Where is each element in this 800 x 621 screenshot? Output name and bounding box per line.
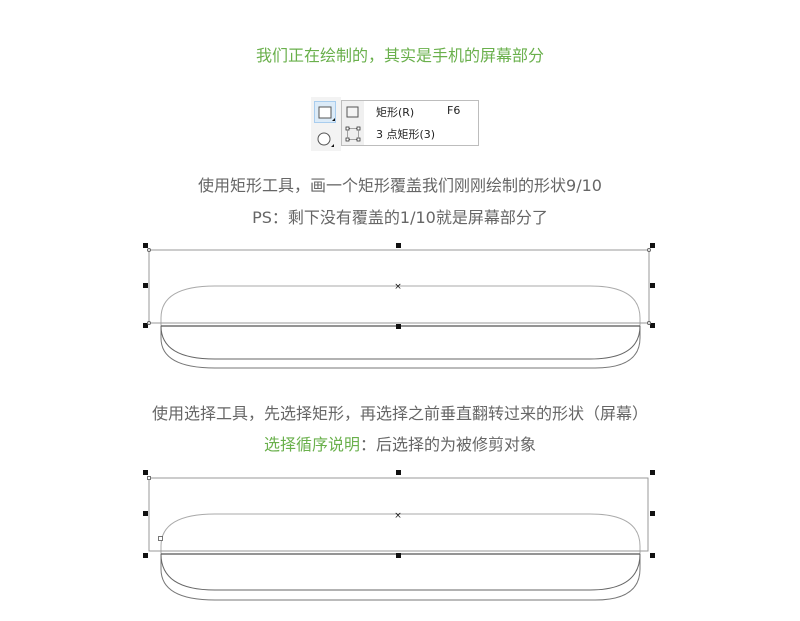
rectangle-tool-button[interactable]	[314, 101, 336, 123]
step2-diagram: ×	[0, 466, 800, 611]
selection-order-label: 选择循序说明	[263, 435, 360, 454]
menu-item-label: 3 点矩形(3)	[376, 128, 436, 141]
rectangle-icon	[318, 106, 335, 121]
menu-item-rectangle[interactable]: 矩形(R) F6	[342, 101, 478, 123]
toolbox-column	[311, 97, 341, 151]
step1-line2: PS：剩下没有覆盖的1/10就是屏幕部分了	[252, 208, 548, 227]
rectangle-tool-flyout: 矩形(R) F6 3 点矩形(3)	[311, 97, 479, 151]
menu-item-label: 矩形(R)	[376, 106, 415, 119]
step1-diagram: ×	[0, 238, 800, 378]
svg-text:×: ×	[394, 511, 402, 521]
selection-handles	[143, 470, 655, 558]
step2-line1: 使用选择工具，先选择矩形，再选择之前垂直翻转过来的形状（屏幕）	[151, 404, 648, 423]
intro-heading: 我们正在绘制的，其实是手机的屏幕部分	[255, 46, 544, 65]
ellipse-icon	[317, 132, 334, 147]
svg-text:×: ×	[394, 282, 402, 292]
selection-order-text: ：后选择的为被修剪对象	[360, 435, 537, 454]
flyout-menu: 矩形(R) F6 3 点矩形(3)	[341, 100, 479, 146]
rectangle-icon	[346, 106, 359, 118]
step2-line2: 选择循序说明：后选择的为被修剪对象	[0, 431, 800, 455]
menu-item-shortcut: F6	[447, 104, 461, 117]
selection-handles	[143, 243, 655, 329]
step1-line1: 使用矩形工具，画一个矩形覆盖我们刚刚绘制的形状9/10	[198, 176, 602, 195]
three-point-rectangle-icon	[345, 126, 361, 142]
menu-item-3-point-rectangle[interactable]: 3 点矩形(3)	[342, 123, 478, 145]
both-shapes-selected-illustration: ×	[143, 470, 655, 601]
ellipse-tool-button[interactable]	[314, 128, 336, 150]
rectangle-over-shape-illustration: ×	[143, 243, 655, 369]
